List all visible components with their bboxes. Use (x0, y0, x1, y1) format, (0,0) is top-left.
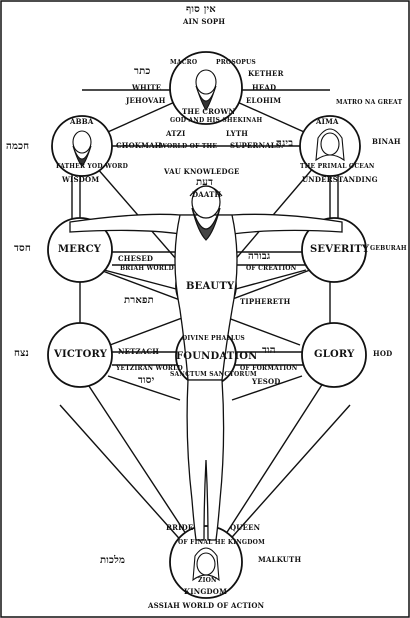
netzach-circle (47, 322, 113, 388)
jehovah-label: JEHOVAH (126, 96, 166, 105)
kingdom-label: KINGDOM (184, 587, 228, 596)
assiah-label: ASSIAH WORLD OF ACTION (148, 601, 265, 610)
the-crown-label: THE CROWN (182, 107, 236, 116)
queen-label: QUEEN (230, 523, 261, 532)
elohim-label: ELOHIM (246, 96, 282, 105)
wisdom-label: WISDOM (62, 175, 100, 184)
yetziran-world-label: YETZIRAN WORLD (116, 365, 183, 372)
aima-label: AIMA (316, 117, 339, 126)
divine-phallus-label: DIVINE PHALLUS (182, 335, 245, 342)
kether-label: KETHER (248, 69, 284, 78)
chokmah-hebrew: חכמה (6, 141, 30, 152)
supernals-label: SUPERNALS. (230, 141, 284, 150)
glory-label: GLORY (314, 349, 355, 360)
primal-ocean-label: THE PRIMAL OCEAN (300, 163, 375, 170)
of-creation-label: OF CREATION (246, 265, 297, 272)
ain-soph-hebrew: אין סוף (186, 4, 216, 15)
netzach-hebrew: נצח (14, 348, 30, 359)
kether-hebrew: כתר (134, 66, 151, 77)
mercy-label: MERCY (58, 244, 102, 255)
god-shekinah-label: GOD AND HIS SHEKINAH (170, 117, 263, 124)
tiphereth-label: TIPHERETH (240, 297, 291, 306)
geburah-label: GEBURAH (370, 245, 407, 252)
macro-label: MACRO (170, 59, 198, 66)
atzi-label: ATZI (166, 129, 186, 138)
chokmah-label: CHOKMAH (116, 141, 162, 150)
netzach-label: NETZACH (118, 347, 160, 356)
zion-label: ZION (198, 577, 217, 584)
yesod-label: YESOD (252, 377, 281, 386)
matrona-label: MATRO NA GREAT (336, 99, 403, 106)
malkuth-label: MALKUTH (258, 555, 302, 564)
of-formation-label: OF FORMATION (240, 365, 298, 372)
beauty-label: BEAUTY (186, 281, 235, 292)
severity-label: SEVERITY (310, 244, 370, 255)
tiphereth-hebrew: תפארת (124, 295, 154, 306)
figure-head (189, 185, 223, 241)
world-of-the-label: WORLD OF THE (160, 143, 218, 150)
hod-label: HOD (373, 349, 393, 358)
final-he-label: OF FINAL HE KINGDOM (178, 539, 265, 546)
ain-soph-label: AIN SOPH (183, 17, 226, 26)
father-yod-word-label: FATHER YOD WORD (56, 163, 128, 170)
circle-portraits (72, 69, 345, 582)
briah-world-label: BRIAH WORLD (120, 265, 174, 272)
binah-hebrew: בינה (276, 138, 294, 149)
vau-knowledge-label: VAU KNOWLEDGE (164, 167, 240, 176)
lyth-label: LYTH (226, 129, 249, 138)
yesod-hebrew: יסוד (138, 375, 155, 386)
adam-kadmon-figure (69, 213, 343, 541)
sanctum-label: SANCTUM SANCTORUM (170, 371, 257, 378)
abba-label: ABBA (70, 117, 94, 126)
malkuth-hebrew: מלכות (100, 555, 126, 566)
hod-hebrew: הוד (262, 345, 276, 356)
white-label: WHITE (132, 83, 162, 92)
daath-label: DAATH (192, 190, 222, 199)
victory-label: VICTORY (54, 349, 108, 360)
head-label: HEAD (252, 83, 277, 92)
mercy-hebrew: חסד (14, 243, 32, 254)
geburah-circle (301, 217, 367, 283)
bride-label: BRIDE (166, 523, 194, 532)
chesed-label: CHESED (118, 254, 154, 263)
daath-hebrew: דעת (196, 177, 214, 188)
binah-label: BINAH (372, 137, 401, 146)
chesed-circle (47, 217, 113, 283)
foundation-label: FOUNDATION (176, 351, 258, 362)
hod-circle (301, 322, 367, 388)
prosopus-label: PROSOPUS (216, 59, 256, 66)
understanding-label: UNDERSTANDING (302, 175, 378, 184)
geburah-hebrew: גבורה (248, 251, 271, 262)
